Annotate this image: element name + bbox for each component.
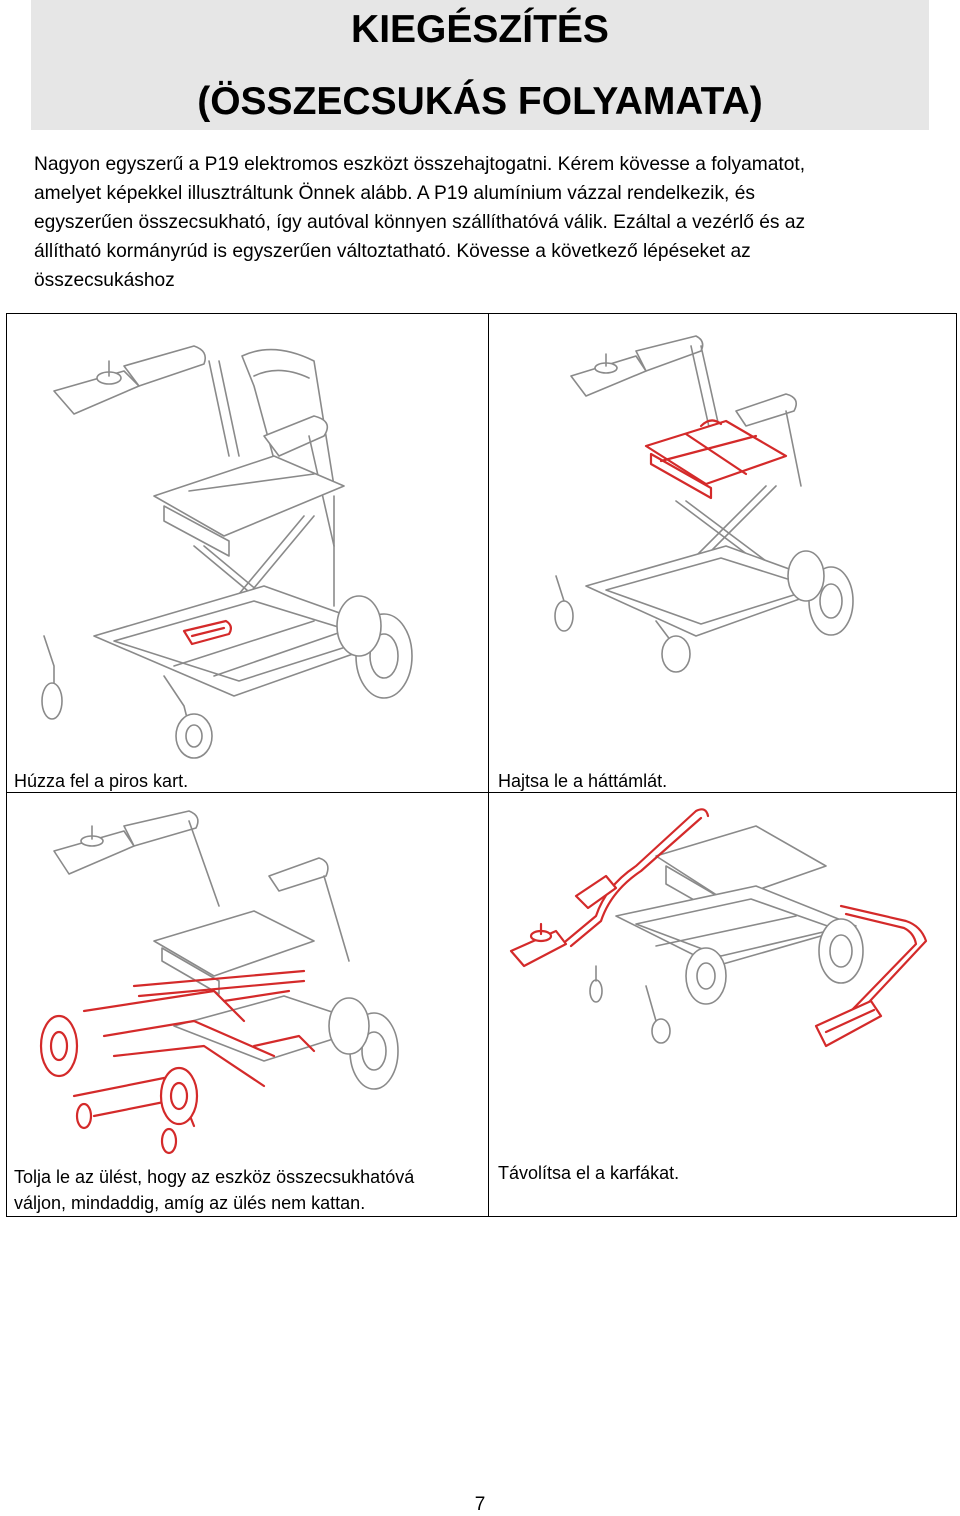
page-title-line-2: (ÖSSZECSUKÁS FOLYAMATA) — [197, 80, 763, 123]
steps-table — [6, 313, 957, 1217]
intro-line: állítható kormányrúd is egyszerűen válto… — [34, 241, 751, 262]
step-2-illustration — [554, 335, 854, 673]
caption-line: Tolja le az ülést, hogy az eszköz összec… — [14, 1167, 415, 1187]
page-number: 7 — [474, 1494, 486, 1515]
step-2-caption: Hajtsa le a háttámlát. — [498, 771, 668, 791]
step-4-illustration — [509, 808, 928, 1048]
page-title-line-1: KIEGÉSZÍTÉS — [351, 8, 609, 51]
step-1-caption: Húzza fel a piros kart. — [14, 771, 189, 791]
intro-line: összecsukáshoz — [34, 270, 175, 291]
intro-line: egyszerűen összecsukható, így autóval kö… — [34, 212, 806, 233]
step-1-illustration — [41, 345, 413, 759]
step-3-caption: Tolja le az ülést, hogy az eszköz összec… — [14, 1164, 414, 1216]
intro-paragraph: Nagyon egyszerű a P19 elektromos eszközt… — [34, 150, 934, 295]
title-banner: KIEGÉSZÍTÉS (ÖSSZECSUKÁS FOLYAMATA) — [31, 0, 929, 130]
table-divider-vertical — [488, 313, 489, 1217]
table-divider-horizontal — [6, 792, 957, 793]
caption-line: váljon, mindaddig, amíg az ülés nem katt… — [14, 1193, 366, 1213]
step-3-illustration — [39, 810, 399, 1155]
intro-line: Nagyon egyszerű a P19 elektromos eszközt… — [34, 154, 806, 175]
step-4-caption: Távolítsa el a karfákat. — [498, 1163, 680, 1183]
intro-line: amelyet képekkel illusztráltunk Önnek al… — [34, 183, 755, 204]
